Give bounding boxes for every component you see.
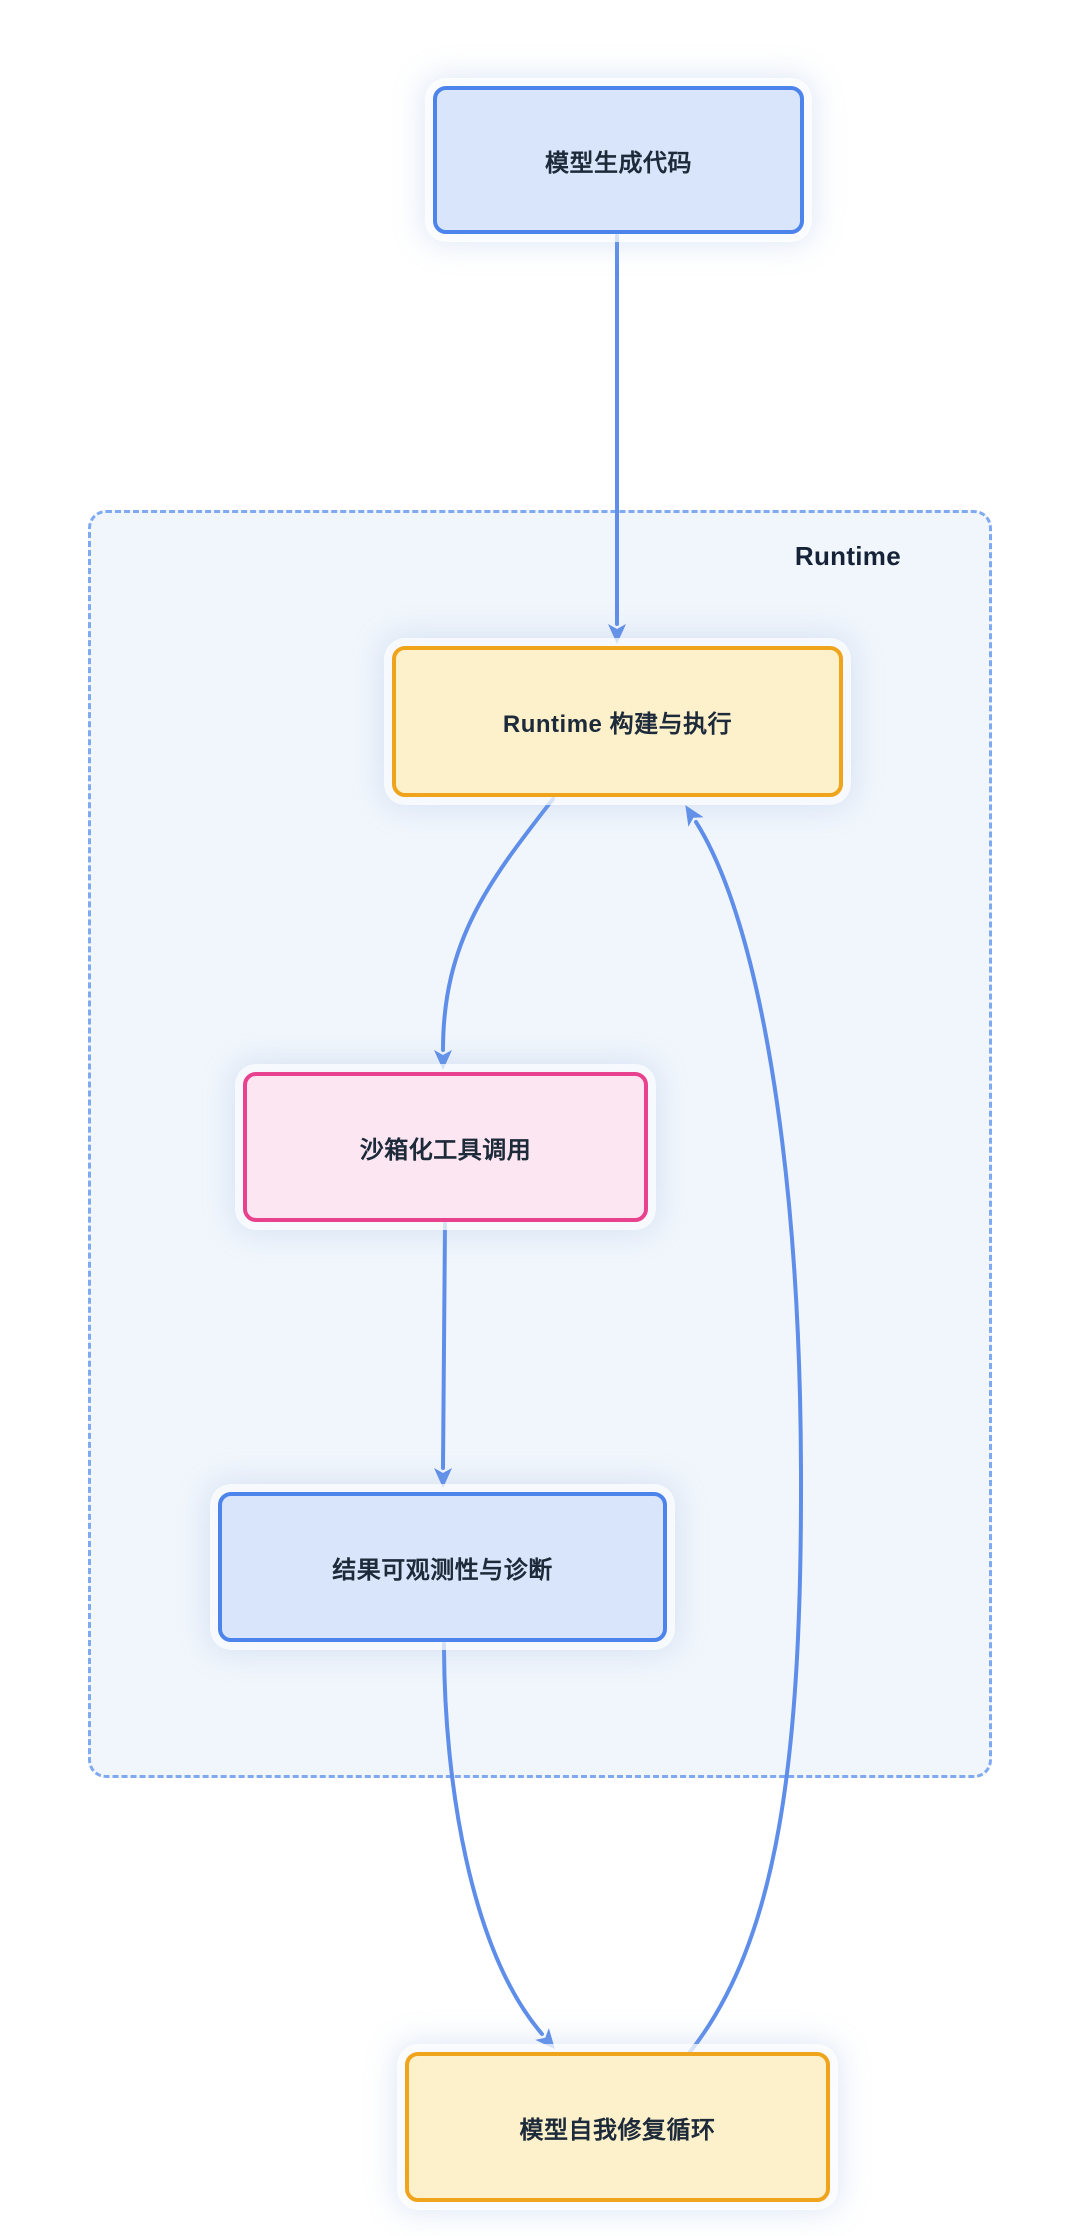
node-sandboxed-tool-calls: 沙箱化工具调用	[243, 1072, 648, 1222]
node-runtime-build-execute: Runtime 构建与执行	[392, 646, 843, 797]
node-label: 沙箱化工具调用	[359, 1136, 532, 1164]
node-label: 模型生成代码	[545, 149, 692, 177]
node-model-generates-code: 模型生成代码	[433, 86, 804, 234]
node-label: Runtime 构建与执行	[502, 711, 733, 738]
node-model-self-repair-loop: 模型自我修复循环	[405, 2052, 830, 2202]
node-label: 模型自我修复循环	[519, 2116, 716, 2144]
node-label: 结果可观测性与诊断	[332, 1556, 553, 1584]
node-result-observability-diagnostics: 结果可观测性与诊断	[218, 1492, 667, 1642]
runtime-container-label: Runtime	[794, 541, 901, 571]
